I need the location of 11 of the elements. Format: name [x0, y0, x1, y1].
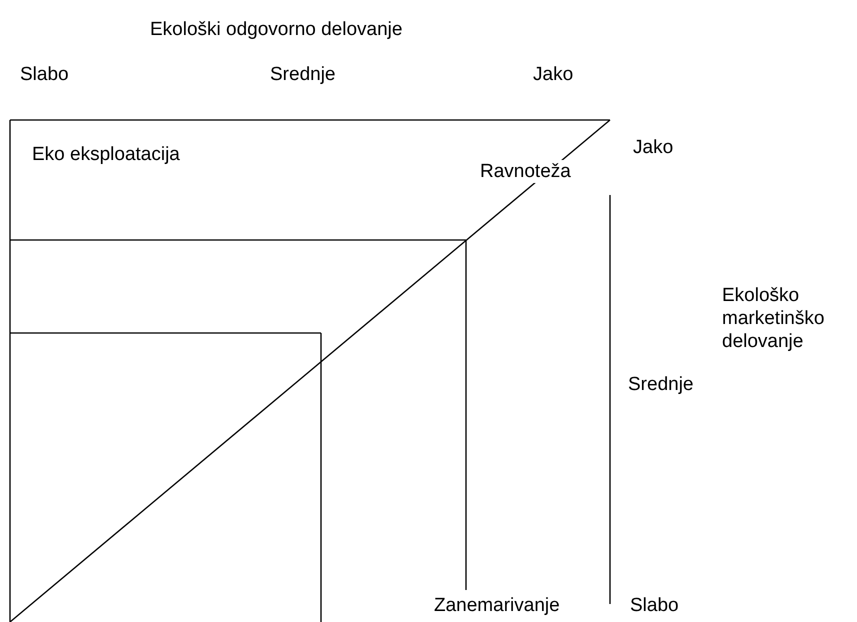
axis-title: Ekološko marketinško delovanje [722, 284, 826, 353]
axis-tick-label: Jako [633, 136, 674, 159]
axis-tick-label: Srednje [270, 63, 336, 86]
axis-tick-label: Jako [533, 63, 574, 86]
axis-tick-label: Slabo [630, 594, 679, 617]
axis-title: Ekološki odgovorno delovanje [150, 18, 402, 41]
axis-tick-label: Srednje [628, 373, 694, 396]
quadrant-label: Ravnoteža [480, 160, 571, 183]
quadrant-label: Zanemarivanje [434, 594, 560, 617]
axis-tick-label: Slabo [20, 63, 69, 86]
quadrant-label: Eko eksploatacija [32, 143, 180, 166]
